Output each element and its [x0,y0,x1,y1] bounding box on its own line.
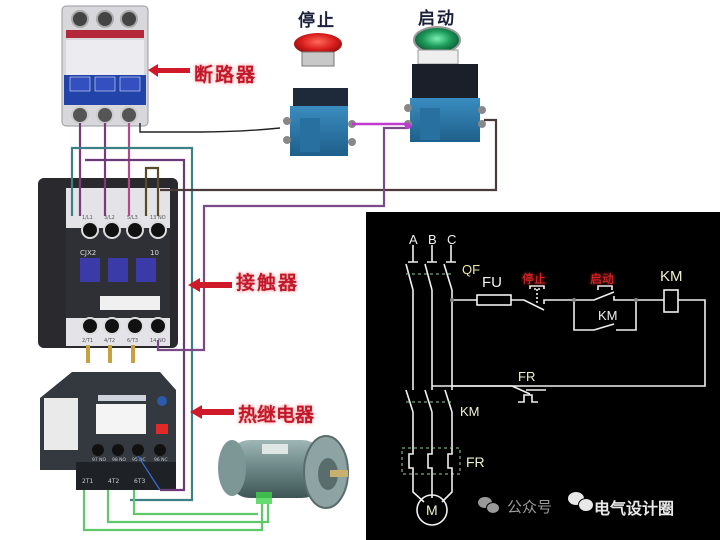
contactor-model: CJX2 [80,249,96,257]
thermal-overload-relay: 97 NO 98 NO 95 NC 96 NC 2T1 4T2 6T3 [40,345,176,490]
watermark-prefix: 公众号 [507,498,553,516]
relay-terminal: 98 NO [112,457,127,463]
relay-output: 4T2 [108,478,119,485]
contactor-terminal: 6/T3 [127,338,138,344]
relay-output: 2T1 [82,478,93,485]
contactor: CJX2 10 1/L1 3/L2 5/L3 13 NO 2/T1 4/T2 6… [38,178,178,348]
contactor-terminal: 13 NO [150,215,166,221]
qf-label: QF [462,262,481,277]
start-pushbutton [404,26,486,142]
arrow-breaker-icon [148,64,190,77]
contactor-rating: 10 [150,249,159,257]
watermark-name: 电气设计圈 [594,499,675,518]
wechat-icon-2 [568,492,594,512]
relay-output: 6T3 [134,478,145,485]
relay-terminal: 96 NC [154,457,168,463]
phase-b-label: B [428,232,437,247]
wiring [70,118,498,532]
fr-main-label: FR [466,454,485,470]
arrow-relay-icon [190,405,234,419]
contactor-terminal: 4/T2 [104,338,115,344]
fr-contact-label: FR [518,369,536,384]
arrow-contactor-icon [188,278,232,292]
stop-label: 停止 [298,11,336,31]
schematic-panel: A B C QF FU 停止 启动 KM KM FR KM FR M 公众号 电… [366,212,720,540]
circuit-breaker [61,5,149,127]
stop-pushbutton [283,33,356,156]
breaker-label: 断路器 [194,64,258,86]
motor [218,435,349,509]
relay-terminal: 95 NC [132,457,146,463]
contactor-label: 接触器 [236,272,300,294]
contactor-terminal: 2/T1 [82,338,93,344]
contactor-terminal: 3/L2 [104,215,115,221]
thermal-relay-label: 热继电器 [238,404,315,426]
phase-c-label: C [447,232,457,247]
contactor-terminal: 5/L3 [127,215,138,221]
wechat-icon [478,497,500,514]
relay-terminal: 97 NO [92,457,107,463]
fu-label: FU [482,274,502,291]
km-coil-label: KM [660,268,683,285]
km-hold-label: KM [598,308,618,323]
phase-a-label: A [409,232,418,247]
stop-schematic-label: 停止 [522,272,547,286]
start-schematic-label: 启动 [590,272,615,286]
start-label: 启动 [418,9,456,29]
km-main-label: KM [460,404,480,419]
motor-symbol-label: M [426,502,438,518]
contactor-terminal: 1/L1 [82,215,93,221]
pointer-arrows [148,64,234,419]
schematic-lines [401,245,706,526]
